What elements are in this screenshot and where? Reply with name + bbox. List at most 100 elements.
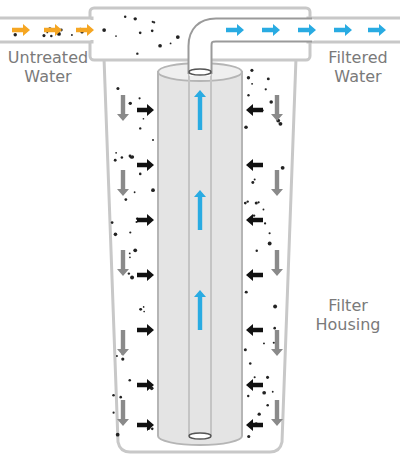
flow-label: Filtered Water bbox=[318, 48, 398, 86]
particle-dot bbox=[116, 87, 119, 90]
particle-dot bbox=[151, 428, 154, 431]
flow-arrow bbox=[271, 250, 283, 276]
flow-label: Untreated Water bbox=[4, 48, 92, 86]
particle-dot bbox=[128, 272, 130, 274]
flow-arrow bbox=[117, 95, 129, 121]
particle-dot bbox=[139, 308, 142, 311]
particle-dot bbox=[250, 69, 253, 72]
particle-dot bbox=[247, 76, 250, 79]
particle-dot bbox=[255, 201, 258, 204]
flow-arrow bbox=[137, 269, 154, 281]
particle-dot bbox=[129, 231, 131, 233]
flow-arrow bbox=[226, 24, 244, 36]
flow-arrow bbox=[117, 400, 129, 426]
flow-arrow bbox=[117, 250, 129, 276]
particle-dot bbox=[266, 376, 269, 379]
inner-tube-top bbox=[189, 69, 211, 75]
flow-arrow bbox=[117, 330, 129, 356]
particle-dot bbox=[129, 253, 131, 255]
filter-cartridge bbox=[158, 72, 242, 445]
flow-arrow bbox=[271, 330, 283, 356]
flow-arrow bbox=[262, 24, 280, 36]
flow-arrow bbox=[246, 419, 263, 431]
flow-arrow bbox=[12, 24, 30, 36]
particle-dot bbox=[251, 181, 254, 184]
particle-dot bbox=[139, 97, 141, 99]
particle-dot bbox=[119, 396, 122, 399]
flow-arrow bbox=[246, 324, 263, 336]
particle-dot bbox=[130, 276, 134, 280]
particle-dot bbox=[267, 77, 270, 80]
particle-dot bbox=[14, 33, 17, 36]
particle-dot bbox=[273, 305, 277, 309]
particle-dot bbox=[112, 394, 115, 397]
particle-dot bbox=[129, 102, 132, 105]
particle-dot bbox=[133, 248, 137, 252]
flow-arrow bbox=[137, 419, 154, 431]
particle-dot bbox=[134, 17, 137, 20]
particle-dot bbox=[247, 200, 249, 202]
particle-dot bbox=[281, 166, 285, 170]
particle-dot bbox=[151, 188, 155, 192]
housing-body bbox=[104, 58, 296, 452]
particle-dot bbox=[116, 433, 120, 437]
flow-arrow bbox=[368, 24, 386, 36]
particle-dot bbox=[151, 30, 154, 33]
flow-label: Filter Housing bbox=[300, 296, 396, 334]
particle-dot bbox=[71, 34, 73, 36]
flow-arrow bbox=[271, 95, 283, 121]
particle-dot bbox=[136, 52, 138, 54]
particle-dot bbox=[245, 291, 248, 294]
particle-dot bbox=[139, 127, 141, 129]
particle-dot bbox=[254, 179, 256, 181]
particle-dot bbox=[269, 100, 272, 103]
flow-arrow bbox=[117, 170, 129, 196]
particle-dot bbox=[158, 44, 162, 48]
particle-dot bbox=[176, 35, 180, 39]
particle-dot bbox=[253, 214, 255, 216]
outlet-bend bbox=[200, 30, 314, 76]
flow-arrow bbox=[246, 269, 263, 281]
particle-dot bbox=[263, 209, 265, 211]
particle-dot bbox=[257, 201, 259, 203]
particle-dot bbox=[273, 342, 275, 344]
outlet-pipe bbox=[308, 18, 400, 42]
particle-dot bbox=[152, 139, 154, 141]
flow-arrow bbox=[194, 290, 206, 330]
particle-dot bbox=[114, 233, 118, 237]
particle-dot bbox=[247, 395, 249, 397]
particle-dot bbox=[42, 34, 45, 37]
inner-tube-bottom bbox=[189, 433, 211, 439]
flow-arrow bbox=[298, 24, 316, 36]
particle-dot bbox=[102, 28, 106, 32]
inner-tube bbox=[189, 72, 211, 436]
flow-arrow bbox=[246, 214, 263, 226]
particle-dot bbox=[129, 257, 131, 259]
particle-dot bbox=[111, 221, 114, 224]
particle-dot bbox=[139, 32, 142, 35]
particle-dot bbox=[265, 88, 267, 90]
particle-dot bbox=[143, 118, 145, 120]
particle-dot bbox=[244, 348, 247, 351]
particle-dot bbox=[50, 35, 53, 38]
particle-dot bbox=[130, 156, 133, 159]
flow-arrow bbox=[137, 159, 154, 171]
flow-arrow bbox=[76, 24, 94, 36]
particle-dot bbox=[264, 222, 266, 224]
particle-dot bbox=[143, 311, 145, 313]
particle-dot bbox=[128, 379, 131, 382]
flow-arrow bbox=[271, 400, 283, 426]
particle-dot bbox=[121, 156, 124, 159]
particle-dot bbox=[124, 198, 127, 201]
flow-arrow bbox=[334, 24, 352, 36]
flow-arrow bbox=[246, 379, 263, 391]
flow-arrow bbox=[194, 190, 206, 230]
particle-dot bbox=[256, 249, 258, 251]
flow-arrow bbox=[271, 170, 283, 196]
flow-arrow bbox=[137, 214, 154, 226]
particle-dot bbox=[116, 355, 118, 357]
particle-dot bbox=[272, 391, 274, 393]
flow-arrow bbox=[194, 90, 206, 130]
flow-arrow bbox=[246, 104, 263, 116]
particle-dot bbox=[115, 35, 117, 37]
